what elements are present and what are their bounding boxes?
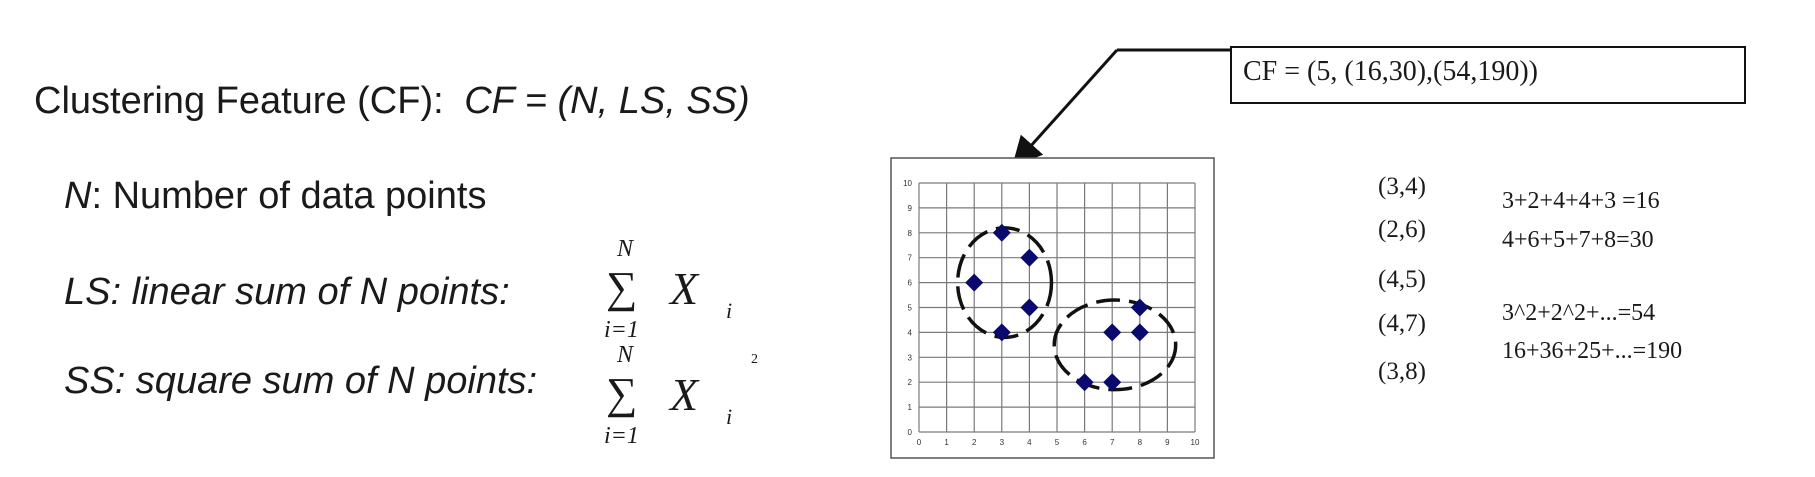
y-tick-label: 2: [908, 378, 913, 387]
plot-points: [965, 223, 1149, 392]
y-tick-label: 7: [908, 254, 913, 263]
point-item: (4,7): [1378, 310, 1426, 337]
ls-definition: LS: linear sum of N points:: [64, 271, 510, 313]
cf-result-text: CF = (5, (16,30),(54,190)): [1243, 56, 1538, 87]
x-tick-label: 3: [1000, 438, 1005, 447]
x-tick-label: 1: [944, 438, 949, 447]
x-tick-label: 4: [1027, 438, 1032, 447]
ss-index: i: [726, 404, 733, 429]
point-item: (3,8): [1378, 358, 1426, 385]
ss-lower-limit: i=1: [604, 423, 639, 449]
x-tick-label: 7: [1110, 438, 1115, 447]
sum-line: 4+6+5+7+8=30: [1502, 227, 1654, 253]
x-tick-label: 5: [1055, 438, 1060, 447]
ls-sigma: ∑: [606, 263, 638, 312]
x-tick-label: 10: [1191, 438, 1200, 447]
y-tick-label: 5: [908, 304, 913, 313]
x-tick-label: 6: [1082, 438, 1087, 447]
ss-exponent: 2: [751, 352, 758, 367]
data-point-marker: [1103, 373, 1122, 392]
data-point-marker: [992, 323, 1011, 342]
point-item: (2,6): [1378, 216, 1426, 243]
data-point-marker: [1130, 298, 1149, 317]
data-point-marker: [1020, 298, 1039, 317]
n-variable: N: [64, 175, 92, 217]
data-point-marker: [965, 273, 984, 292]
y-tick-label: 8: [908, 229, 913, 238]
y-tick-label: 3: [908, 353, 913, 362]
plot-ticks: 0 1 2 3 4 5 6 7 8 9 10 0 1 2 3 4 5 6 7 8 9 10: [903, 179, 1200, 447]
data-point-marker: [1103, 323, 1122, 342]
ss-upper-limit: N: [617, 342, 634, 368]
x-tick-label: 9: [1165, 438, 1170, 447]
ls-index: i: [726, 298, 733, 323]
y-tick-label: 10: [903, 179, 912, 188]
data-point-marker: [1130, 323, 1149, 342]
data-point-marker: [1075, 373, 1094, 392]
point-item: (4,5): [1378, 266, 1426, 293]
sum-line: 3^2+2^2+...=54: [1502, 300, 1656, 326]
ss-sigma: ∑: [606, 369, 638, 418]
cf-title-prefix: Clustering Feature (CF):: [34, 80, 444, 122]
ss-definition: SS: square sum of N points:: [64, 360, 538, 402]
sum-line: 3+2+4+4+3 =16: [1502, 188, 1660, 214]
callout-arrow: [1011, 48, 1119, 167]
y-tick-label: 0: [908, 428, 913, 437]
y-tick-label: 9: [908, 204, 913, 213]
y-tick-label: 6: [908, 279, 913, 288]
point-item: (3,4): [1378, 173, 1426, 200]
x-tick-label: 2: [972, 438, 977, 447]
data-point-marker: [1020, 248, 1039, 267]
ls-upper-limit: N: [617, 236, 634, 262]
n-description: : Number of data points: [91, 175, 487, 217]
n-definition: N: Number of data points: [64, 175, 486, 218]
y-tick-label: 1: [908, 403, 913, 412]
cf-result-box: [1230, 46, 1746, 104]
ls-variable: X: [670, 263, 699, 314]
data-point-marker: [992, 223, 1011, 242]
ss-variable: X: [670, 369, 699, 420]
x-tick-label: 0: [917, 438, 922, 447]
cf-title-formula: CF = (N, LS, SS): [464, 80, 750, 122]
sum-line: 16+36+25+...=190: [1502, 338, 1683, 364]
cf-title: Clustering Feature (CF): CF = (N, LS, SS…: [34, 80, 750, 123]
y-tick-label: 4: [908, 328, 913, 337]
cluster-boundary: [1052, 298, 1178, 392]
x-tick-label: 8: [1138, 438, 1143, 447]
ls-lower-limit: i=1: [604, 317, 639, 343]
